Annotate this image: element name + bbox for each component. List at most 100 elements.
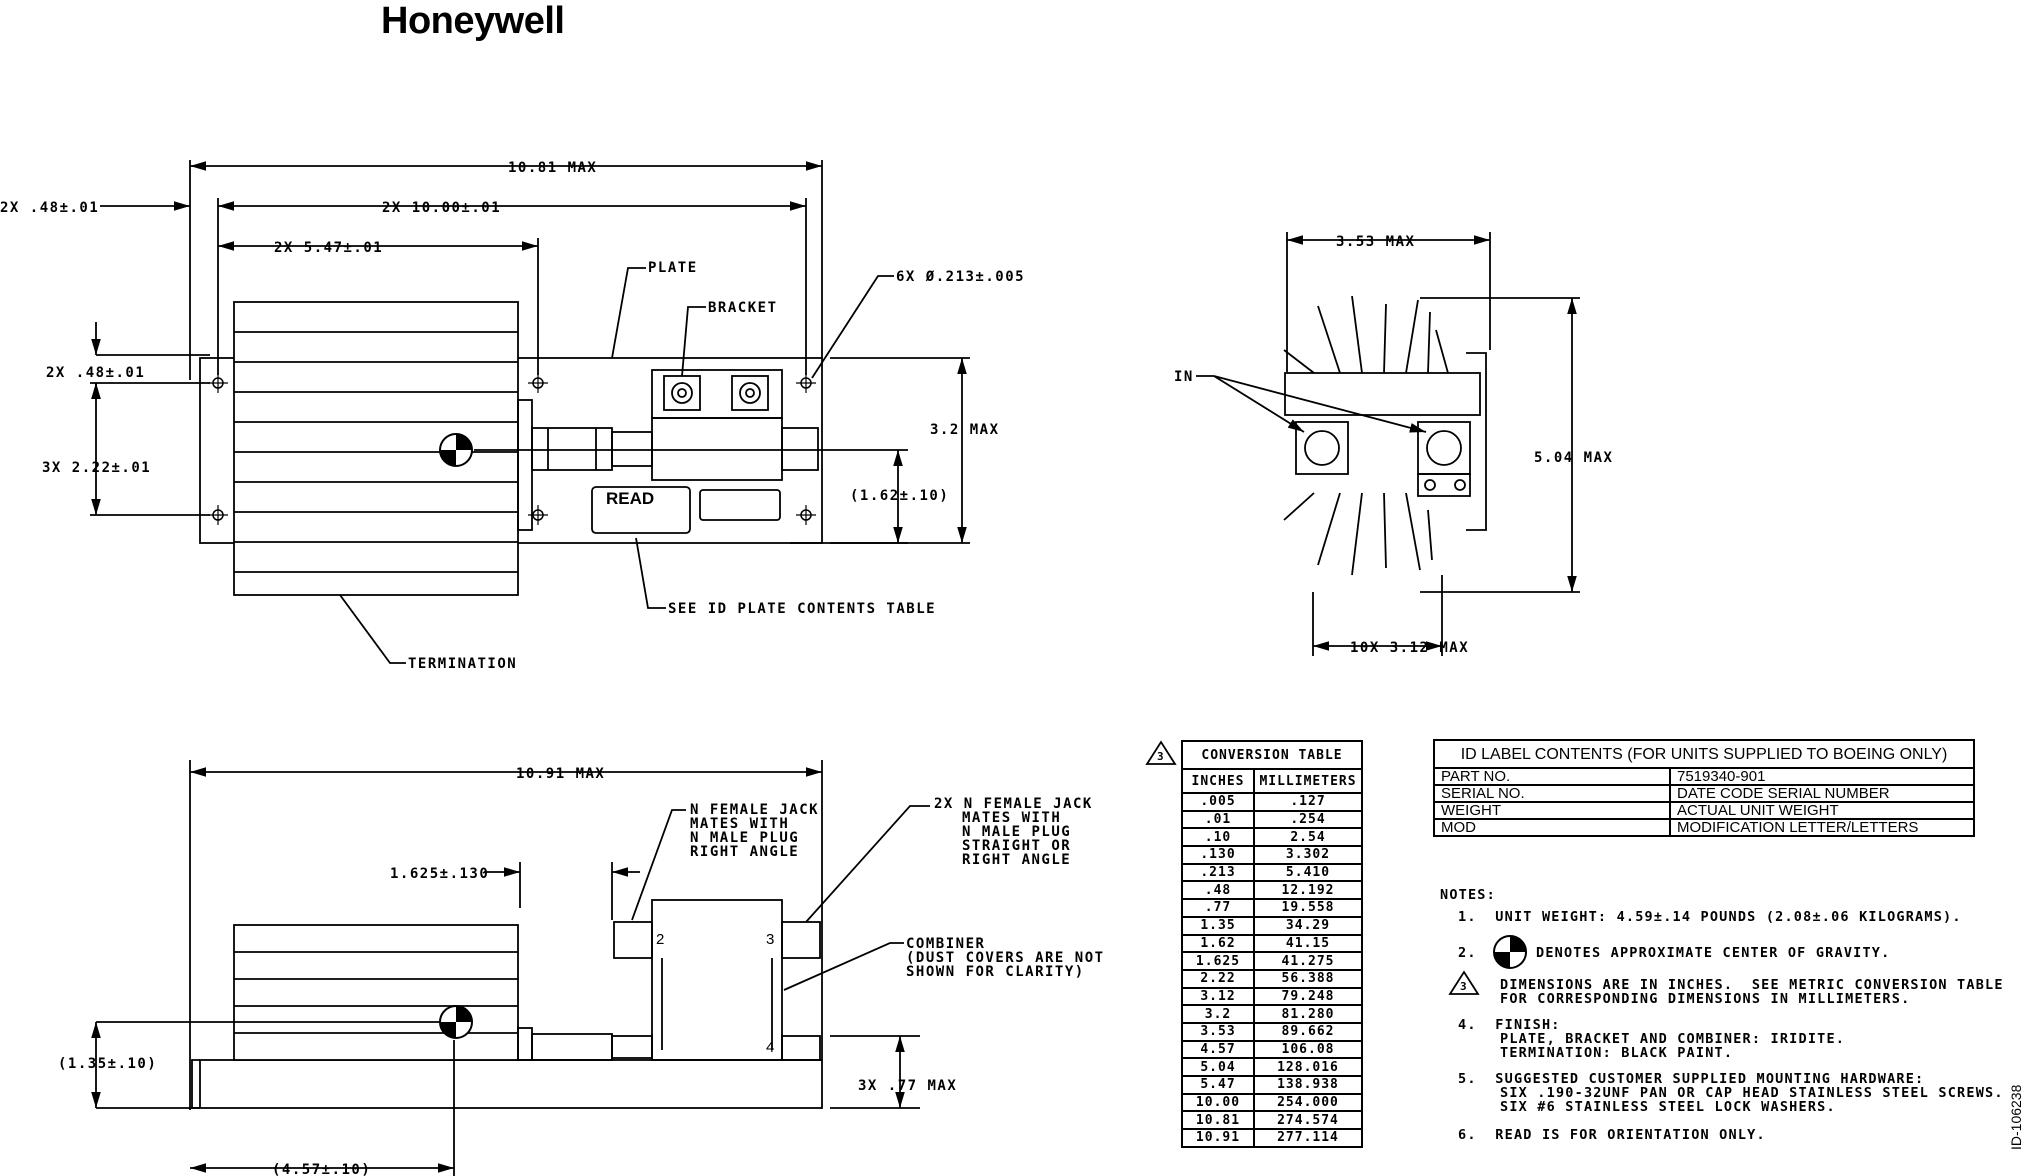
conversion-table-title: CONVERSION TABLE: [1181, 740, 1363, 770]
inches-cell: 1.625: [1181, 951, 1255, 971]
note-5a: SIX .190-32UNF PAN OR CAP HEAD STAINLESS…: [1500, 1085, 2004, 1101]
conversion-row: .01.254: [1181, 809, 1363, 830]
millimeters-cell: 106.08: [1253, 1039, 1363, 1060]
label-jack-right-1: 2X N FEMALE JACK: [934, 796, 1093, 812]
note-3a: DIMENSIONS ARE IN INCHES. SEE METRIC CON…: [1500, 977, 2004, 993]
port-2-label: 2: [656, 931, 664, 948]
conversion-table: CONVERSION TABLE INCHES MILLIMETERS .005…: [1181, 740, 1363, 1148]
millimeters-cell: 41.275: [1253, 951, 1363, 971]
dim-cg-offset: (1.62±.10): [850, 488, 949, 504]
id-label-table: ID LABEL CONTENTS (FOR UNITS SUPPLIED TO…: [1433, 739, 1975, 837]
dim-fin-width: 10X 3.12 MAX: [1350, 640, 1469, 656]
note-5: 5. SUGGESTED CUSTOMER SUPPLIED MOUNTING …: [1458, 1071, 1925, 1087]
dim-overall-top: 10.81 MAX: [508, 160, 597, 176]
col-inches: INCHES: [1181, 768, 1255, 794]
note-3b: FOR CORRESPONDING DIMENSIONS IN MILLIMET…: [1500, 991, 1911, 1007]
label-jack-left-3: N MALE PLUG: [690, 830, 799, 846]
dim-offset: 1.625±.130: [390, 866, 489, 882]
dim-plate-height: 3X .77 MAX: [858, 1078, 957, 1094]
millimeters-cell: 3.302: [1253, 845, 1363, 865]
note-4: 4. FINISH:: [1458, 1017, 1561, 1033]
label-plate: PLATE: [648, 260, 698, 276]
document-id: ID-106238: [2008, 1084, 2024, 1150]
note-2: DENOTES APPROXIMATE CENTER OF GRAVITY.: [1536, 945, 1891, 961]
inches-cell: 10.00: [1181, 1092, 1255, 1113]
note-6: 6. READ IS FOR ORIENTATION ONLY.: [1458, 1127, 1766, 1143]
label-jack-right-4: STRAIGHT OR: [962, 838, 1071, 854]
note-4a: PLATE, BRACKET AND COMBINER: IRIDITE.: [1500, 1031, 1846, 1047]
conversion-row: .005.127: [1181, 792, 1363, 812]
millimeters-cell: 79.248: [1253, 986, 1363, 1007]
dim-hole-edge: 2X .48±.01: [0, 200, 99, 216]
id-label-value: ACTUAL UNIT WEIGHT: [1669, 801, 1975, 820]
millimeters-cell: 41.15: [1253, 933, 1363, 954]
notes-heading: NOTES:: [1440, 887, 1496, 903]
cg-symbol-side: [439, 1005, 473, 1039]
id-label-field: MOD: [1433, 818, 1671, 837]
millimeters-cell: 19.558: [1253, 898, 1363, 918]
inches-cell: 3.2: [1181, 1004, 1255, 1024]
millimeters-cell: 138.938: [1253, 1075, 1363, 1095]
millimeters-cell: 56.388: [1253, 968, 1363, 989]
inches-cell: 1.62: [1181, 933, 1255, 954]
label-jack-left-1: N FEMALE JACK: [690, 802, 819, 818]
millimeters-cell: 274.574: [1253, 1110, 1363, 1131]
millimeters-cell: 12.192: [1253, 880, 1363, 901]
label-jack-right-5: RIGHT ANGLE: [962, 852, 1071, 868]
inches-cell: 5.47: [1181, 1075, 1255, 1095]
note-5b: SIX #6 STAINLESS STEEL LOCK WASHERS.: [1500, 1099, 1836, 1115]
label-jack-right-2: MATES WITH: [962, 810, 1061, 826]
millimeters-cell: 128.016: [1253, 1057, 1363, 1077]
dim-end-width: 3.53 MAX: [1336, 234, 1415, 250]
millimeters-cell: 5.410: [1253, 862, 1363, 883]
id-label-title: ID LABEL CONTENTS (FOR UNITS SUPPLIED TO…: [1433, 739, 1975, 769]
label-termination: TERMINATION: [408, 656, 517, 672]
port-4-label: 4: [766, 1039, 774, 1056]
inches-cell: 1.35: [1181, 915, 1255, 936]
id-label-value: DATE CODE SERIAL NUMBER: [1669, 784, 1975, 803]
inches-cell: 10.81: [1181, 1110, 1255, 1131]
end-view: [1196, 232, 1580, 656]
inches-cell: .005: [1181, 792, 1255, 812]
millimeters-cell: .127: [1253, 792, 1363, 812]
inches-cell: 2.22: [1181, 968, 1255, 989]
col-millimeters: MILLIMETERS: [1253, 768, 1363, 794]
id-label-field: WEIGHT: [1433, 801, 1671, 820]
read-label: READ: [606, 489, 654, 508]
inches-cell: 3.53: [1181, 1021, 1255, 1042]
inches-cell: .01: [1181, 809, 1255, 830]
millimeters-cell: 81.280: [1253, 1004, 1363, 1024]
id-label-value: MODIFICATION LETTER/LETTERS: [1669, 818, 1975, 837]
label-id-plate: SEE ID PLATE CONTENTS TABLE: [668, 601, 936, 617]
millimeters-cell: 2.54: [1253, 827, 1363, 848]
cg-symbol-top: [439, 433, 473, 467]
inches-cell: .10: [1181, 827, 1255, 848]
note-1: 1. UNIT WEIGHT: 4.59±.14 POUNDS (2.08±.0…: [1458, 909, 1962, 925]
inches-cell: .77: [1181, 898, 1255, 918]
millimeters-cell: 34.29: [1253, 915, 1363, 936]
side-view: [91, 760, 930, 1176]
inches-cell: .213: [1181, 862, 1255, 883]
id-label-row: PART NO.7519340-901: [1433, 767, 1975, 786]
label-combiner-2: (DUST COVERS ARE NOT: [906, 950, 1105, 966]
dim-hole-mid: 2X 5.47±.01: [274, 240, 383, 256]
id-label-field: SERIAL NO.: [1433, 784, 1671, 803]
label-jack-right-3: N MALE PLUG: [962, 824, 1071, 840]
note-2-number: 2.: [1458, 945, 1477, 961]
